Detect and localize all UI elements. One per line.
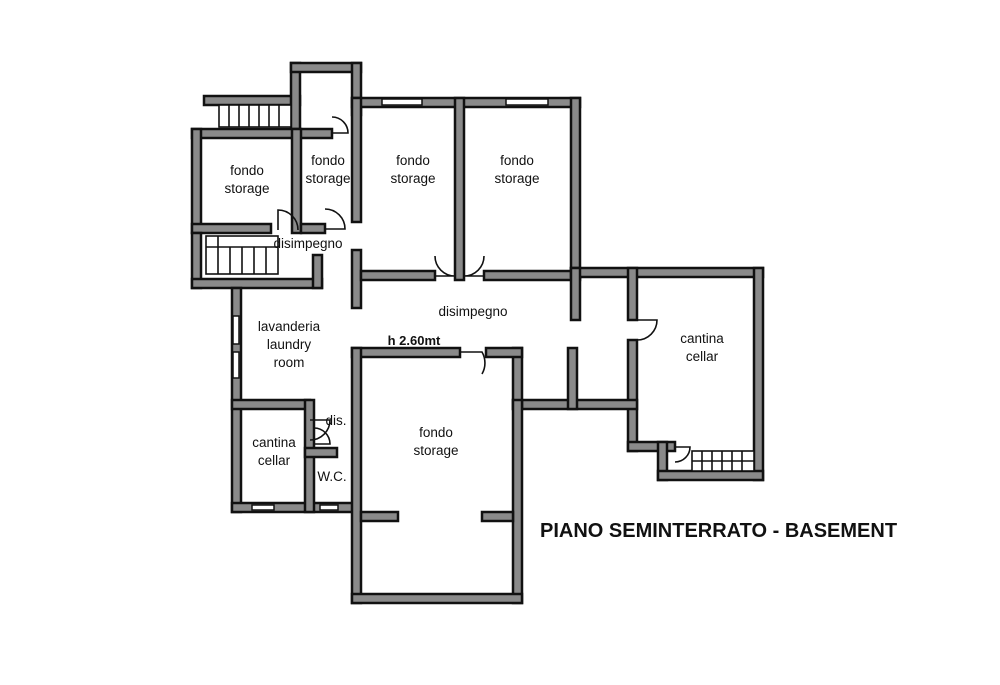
room-label-storage-small-2: storage [305,171,350,186]
room-label-laundry-3: room [274,355,305,370]
room-label-hall-main: disimpegno [438,304,507,319]
room-label-storage-south-2: storage [413,443,458,458]
doors [277,116,691,463]
room-label-wc: W.C. [317,469,346,484]
room-label-storage-ne-2: storage [494,171,539,186]
plan-title: PIANO SEMINTERRATO - BASEMENT [540,520,897,542]
room-label-cellar-east-1: cantina [680,331,724,346]
stairs [205,104,755,472]
room-label-cellar-sw-2: cellar [258,453,291,468]
room-label-dis: dis. [325,413,346,428]
room-label-laundry-1: lavanderia [258,319,321,334]
room-label-storage-nw-2: storage [224,181,269,196]
room-label-storage-small-1: fondo [311,153,345,168]
room-labels: fondo storage fondo storage fondo storag… [224,153,724,484]
room-label-hall-west: disimpegno [273,236,342,251]
room-label-storage-ne-1: fondo [500,153,534,168]
room-label-cellar-east-2: cellar [686,349,719,364]
room-label-storage-center-1: fondo [396,153,430,168]
room-label-cellar-sw-1: cantina [252,435,296,450]
room-label-storage-nw-1: fondo [230,163,264,178]
room-label-laundry-2: laundry [267,337,312,352]
room-label-storage-center-2: storage [390,171,435,186]
windows [232,98,549,511]
ceiling-height-note: h 2.60mt [388,333,441,348]
room-label-storage-south-1: fondo [419,425,453,440]
walls [190,61,765,605]
